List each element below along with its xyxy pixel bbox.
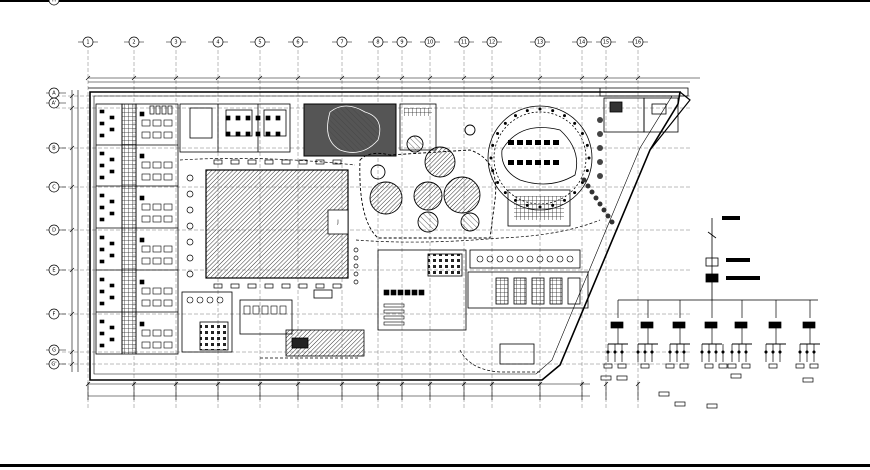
column-grid-bubble: 9 bbox=[392, 36, 412, 48]
column-grid-label: 1 bbox=[86, 40, 89, 46]
column-grid-bubble: 4 bbox=[208, 36, 228, 48]
row-grid-label: B bbox=[52, 146, 56, 152]
column-grid-label: 16 bbox=[635, 40, 641, 46]
column-grid-label: 8 bbox=[376, 40, 379, 46]
column-grid-label: 6 bbox=[296, 40, 299, 46]
walkways bbox=[179, 157, 601, 373]
left-wing-furniture bbox=[99, 109, 173, 349]
electrical-branch-circuits bbox=[600, 300, 820, 409]
building-outline bbox=[88, 87, 691, 381]
row-grid-bubbles: A A' B C D E F G G' H bbox=[46, 0, 66, 370]
column-grid-label: 14 bbox=[579, 40, 585, 46]
top-row-rooms bbox=[179, 103, 291, 153]
plaza-seating bbox=[489, 107, 615, 225]
column-grid-bubble: 13 bbox=[530, 36, 550, 48]
main-hall: J bbox=[205, 169, 349, 279]
lower-service-rooms bbox=[181, 249, 589, 365]
row-grid-bubble: H bbox=[46, 0, 66, 6]
column-grid-label: 15 bbox=[603, 40, 609, 46]
column-grid-bubble: 5 bbox=[250, 36, 270, 48]
svg-text:J: J bbox=[336, 220, 338, 226]
row-grid-label: C bbox=[52, 185, 56, 191]
lower-area-fixtures bbox=[186, 255, 574, 326]
column-grid-bubble: 11 bbox=[454, 36, 474, 48]
row-grid-bubble: D bbox=[46, 224, 66, 236]
electrical-single-line-diagram bbox=[618, 216, 818, 301]
column-grid-label: 11 bbox=[461, 40, 467, 46]
column-grid-label: 7 bbox=[340, 40, 343, 46]
dimension-lines bbox=[71, 77, 700, 397]
row-grid-label: G bbox=[52, 348, 56, 354]
column-grid-label: 13 bbox=[537, 40, 543, 46]
row-grid-label: E bbox=[52, 268, 55, 274]
column-grid-bubble: 7 bbox=[332, 36, 352, 48]
column-grid-bubble: 8 bbox=[368, 36, 388, 48]
row-grid-bubble: B bbox=[46, 142, 66, 154]
row-grid-label: A bbox=[52, 91, 56, 97]
column-grid-bubble: 10 bbox=[420, 36, 440, 48]
row-grid-label: H bbox=[52, 0, 56, 4]
dimension-ticks bbox=[69, 75, 641, 400]
row-grid-bubble: E bbox=[46, 264, 66, 276]
column-grid-label: 4 bbox=[216, 40, 219, 46]
column-grid-bubble: 15 bbox=[596, 36, 616, 48]
row-grid-bubble: C bbox=[46, 181, 66, 193]
column-grid-label: 5 bbox=[258, 40, 261, 46]
central-garden bbox=[359, 124, 497, 239]
column-grid-label: 2 bbox=[132, 40, 135, 46]
column-grid-bubble: 1 bbox=[78, 36, 98, 48]
row-grid-bubble: A' bbox=[46, 97, 66, 109]
left-wing-rooms bbox=[95, 103, 179, 355]
row-grid-label: F bbox=[53, 312, 56, 318]
main-hall-perimeter-furniture bbox=[149, 105, 359, 289]
row-grid-label: G' bbox=[51, 362, 56, 368]
column-grid-bubble: 6 bbox=[288, 36, 308, 48]
column-grid-bubble: 16 bbox=[628, 36, 648, 48]
row-grid-bubble: G bbox=[46, 344, 66, 356]
column-grid-bubble: 2 bbox=[124, 36, 144, 48]
column-grid-label: 3 bbox=[174, 40, 177, 46]
courtyard-block bbox=[303, 103, 437, 157]
column-grid-bubble: 12 bbox=[482, 36, 502, 48]
column-grid-bubble: 14 bbox=[572, 36, 592, 48]
row-grid-bubble: A bbox=[46, 87, 66, 99]
column-grid-bubble: 3 bbox=[166, 36, 186, 48]
row-grid-label: A' bbox=[52, 101, 57, 107]
row-grid-label: D bbox=[52, 228, 56, 234]
northeast-rooms bbox=[603, 97, 679, 133]
column-grid-label: 9 bbox=[400, 40, 403, 46]
row-grid-bubble: F bbox=[46, 308, 66, 320]
column-grid-label: 10 bbox=[427, 40, 433, 46]
column-grid-label: 12 bbox=[489, 40, 495, 46]
row-grid-bubble: G' bbox=[46, 358, 66, 370]
